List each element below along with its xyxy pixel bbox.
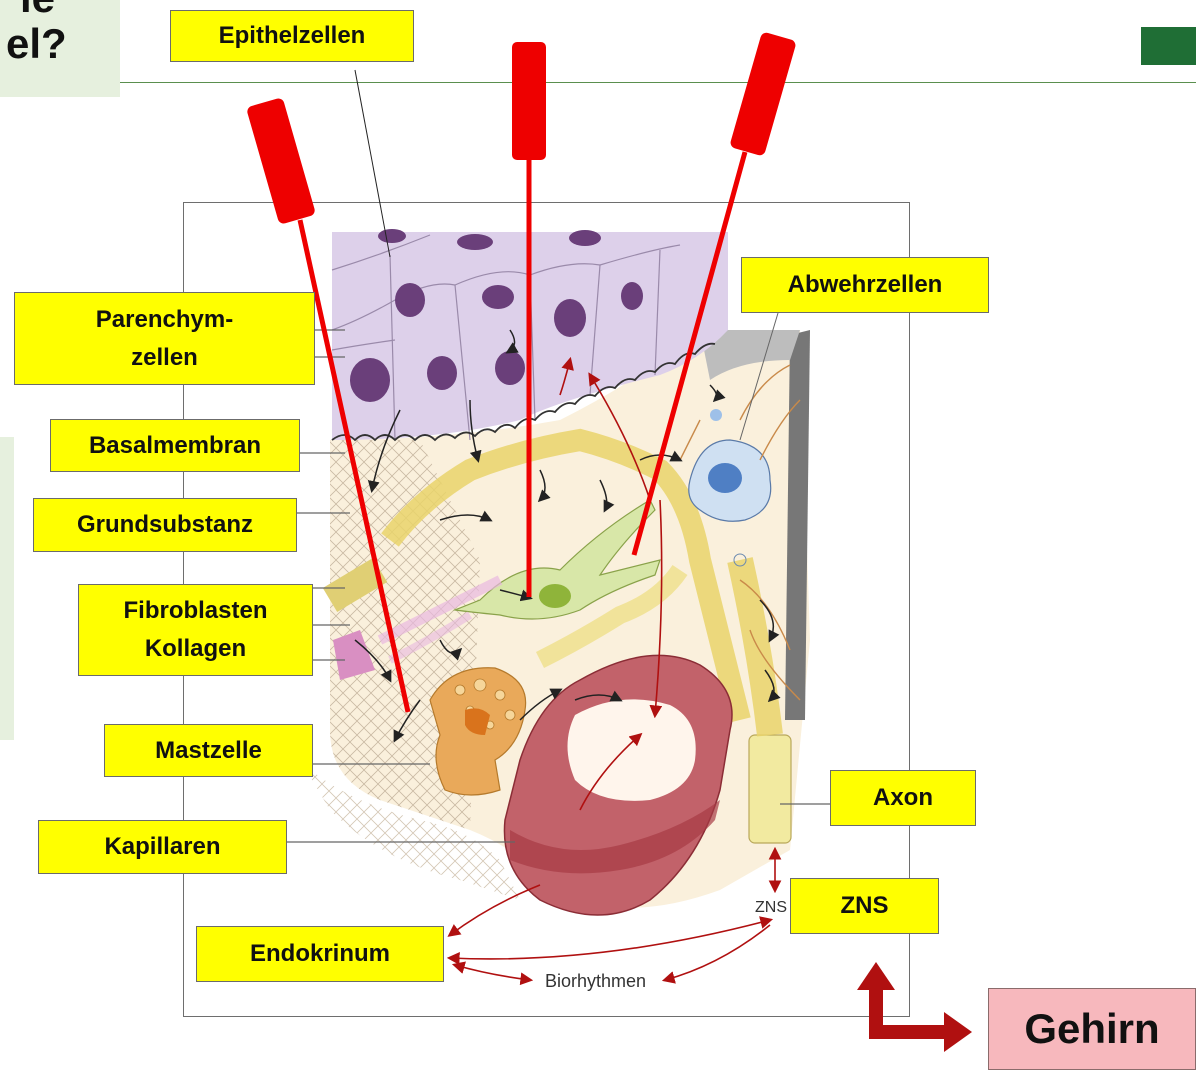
label-kapillaren: Kapillaren bbox=[38, 820, 287, 874]
label-parenchymzellen: Parenchym- zellen bbox=[14, 292, 315, 385]
label-epithelzellen: Epithelzellen bbox=[170, 10, 414, 62]
label-zns: ZNS bbox=[790, 878, 939, 934]
label-grundsubstanz: Grundsubstanz bbox=[33, 498, 297, 552]
capillary-lumen bbox=[568, 699, 696, 800]
label-axon: Axon bbox=[830, 770, 976, 826]
axon bbox=[749, 735, 791, 843]
gehirn-arrow-up bbox=[857, 962, 895, 990]
fibroblast-nucleus bbox=[539, 584, 571, 608]
zns-small-label: ZNS bbox=[755, 899, 787, 917]
immune-vesicle-1 bbox=[710, 409, 722, 421]
gehirn-arrow-shaft bbox=[876, 988, 948, 1032]
immune-cell-nucleus bbox=[708, 463, 742, 493]
gehirn-callout: Gehirn bbox=[988, 988, 1196, 1070]
gehirn-arrow-right bbox=[944, 1012, 972, 1052]
label-abwehrzellen: Abwehrzellen bbox=[741, 257, 989, 313]
epithel-leader bbox=[355, 70, 390, 257]
biorhythmen-label: Biorhythmen bbox=[545, 971, 646, 992]
label-fibroblasten-kollagen: Fibroblasten Kollagen bbox=[78, 584, 313, 676]
label-endokrinum: Endokrinum bbox=[196, 926, 444, 982]
label-mastzelle: Mastzelle bbox=[104, 724, 313, 777]
label-basalmembran: Basalmembran bbox=[50, 419, 300, 472]
